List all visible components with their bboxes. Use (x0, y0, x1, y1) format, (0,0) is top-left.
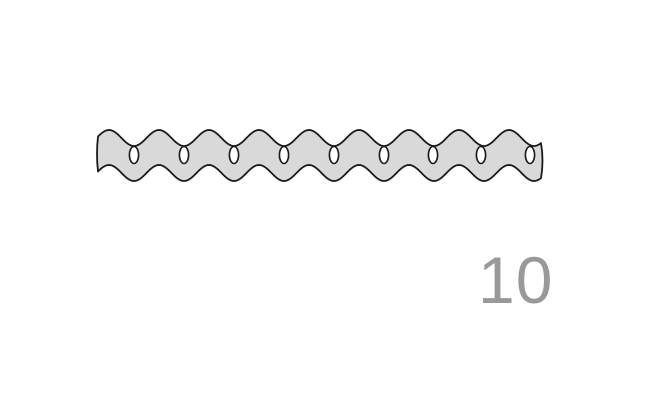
slot-hole (328, 145, 340, 165)
slot-hole (278, 145, 290, 165)
slot-holes (128, 145, 536, 165)
slot-hole (524, 145, 536, 165)
wavy-strip-body (96, 129, 544, 182)
slot-hole (378, 145, 390, 165)
figure-number: 10 (478, 243, 554, 317)
slot-hole (427, 145, 439, 165)
slot-hole (475, 145, 487, 165)
slot-hole (128, 145, 140, 165)
slot-hole (228, 145, 240, 165)
slot-hole (178, 145, 190, 165)
